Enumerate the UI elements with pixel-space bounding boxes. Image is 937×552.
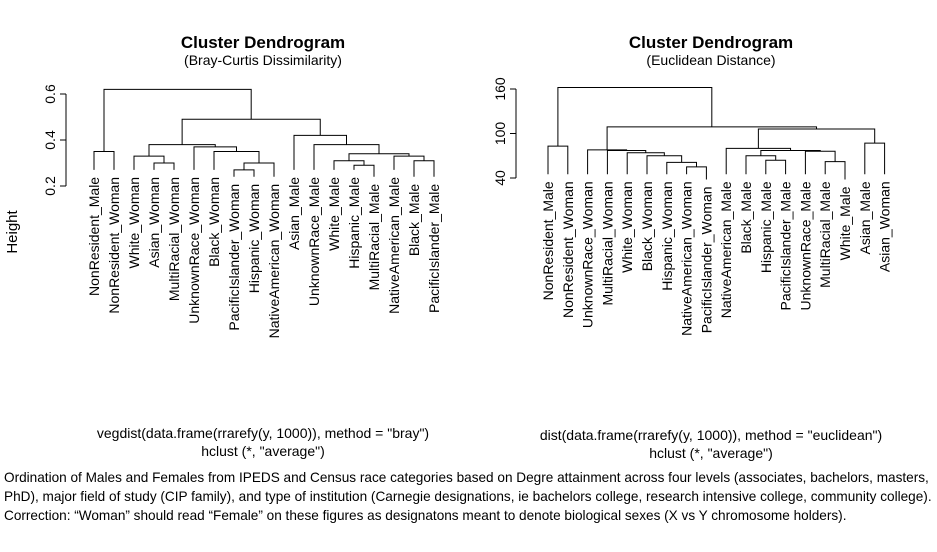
leaf-label: UnknownRace_Male — [797, 181, 813, 310]
dendrogram-link — [353, 164, 375, 177]
y-axis: 40 100 160 — [492, 77, 517, 186]
x-axis-label-line1: dist(data.frame(rrarefy(y, 1000)), metho… — [540, 427, 882, 443]
leaf-label: White_Male — [837, 186, 853, 260]
dendrogram-link — [93, 151, 115, 170]
y-tick-label: 0.2 — [42, 176, 58, 196]
dendrogram-link — [864, 142, 886, 175]
leaf-label: UnknownRace_Woman — [186, 177, 202, 324]
dendrogram-link — [293, 134, 347, 170]
dendrogram-link — [233, 169, 255, 177]
leaf-label: PacificIslander_Male — [426, 184, 442, 313]
dendrogram-link — [148, 144, 216, 157]
y-axis-label: Height — [4, 209, 21, 253]
y-tick-label: 160 — [492, 77, 508, 101]
y-tick-label: 0.4 — [42, 130, 58, 150]
dendrogram-link — [547, 145, 569, 175]
dendrogram-links — [93, 88, 435, 177]
leaf-label: PacificIslander_Male — [778, 181, 794, 310]
chart-title: Cluster Dendrogram — [181, 33, 345, 52]
x-axis-label-line2: hclust (*, "average") — [649, 445, 773, 461]
leaf-label: UnknownRace_Woman — [580, 181, 596, 328]
chart-title: Cluster Dendrogram — [629, 33, 793, 52]
leaf-label: Hispanic_Woman — [659, 181, 675, 290]
leaf-label: MultiRacial_Male — [366, 184, 382, 291]
dendrogram-link — [103, 88, 252, 152]
dendrogram-link — [606, 150, 647, 175]
leaf-label: PacificIslander_Woman — [226, 184, 242, 331]
leaf-label: MultiRacial_Woman — [599, 181, 615, 305]
leaf-label: NonResident_Male — [86, 177, 102, 296]
leaf-label: Asian_Woman — [146, 177, 162, 268]
dendrogram-link — [413, 160, 435, 177]
dendrogram-link — [824, 161, 846, 180]
dendrogram-links — [547, 87, 886, 180]
dendrogram-link — [725, 147, 792, 175]
dendrogram-link — [348, 153, 410, 161]
leaf-label: PacificIslander_Woman — [698, 186, 714, 333]
leaf-label: MultiRacial_Woman — [166, 177, 182, 301]
leaf-label: MultiRacial_Male — [817, 181, 833, 288]
dendrogram-link — [587, 149, 628, 175]
dendrogram-link — [804, 150, 836, 175]
leaf-label: Black_Woman — [639, 181, 655, 271]
leaf-label: NativeAmerican_Woman — [266, 184, 282, 339]
leaf-label: White_Male — [326, 177, 342, 251]
dendrogram-link — [193, 146, 237, 170]
dendrogram-link — [606, 126, 818, 150]
dendrogram-link — [765, 159, 787, 175]
leaf-label: UnknownRace_Male — [306, 177, 322, 306]
leaf-label: Asian_Male — [857, 181, 873, 254]
dendrogram-link — [686, 166, 707, 180]
dendrogram-link — [557, 87, 713, 147]
y-axis: 0.2 0.4 0.6 — [42, 84, 67, 196]
leaf-label: White_Woman — [619, 181, 635, 273]
leaf-label: NativeAmerican_Male — [718, 181, 734, 318]
leaf-label: NonResident_Male — [540, 181, 556, 300]
figure: Height Cluster Dendrogram (Bray-Curtis D… — [4, 33, 893, 461]
dendrogram-link — [153, 162, 175, 170]
leaf-label: NonResident_Woman — [560, 181, 576, 318]
dendrogram-link — [393, 155, 425, 170]
leaf-label: Hispanic_Male — [758, 181, 774, 273]
y-tick-label: 0.6 — [42, 84, 58, 104]
leaf-label: Black_Male — [738, 181, 754, 254]
figure-caption: Ordination of Males and Females from IPE… — [4, 470, 932, 523]
dendrogram-euclidean: Cluster Dendrogram (Euclidean Distance) … — [492, 33, 893, 461]
dendrogram-link — [745, 155, 777, 175]
leaf-label: Black_Male — [406, 184, 422, 257]
x-axis-label-line1: vegdist(data.frame(rrarefy(y, 1000)), me… — [97, 425, 429, 441]
dendrogram-link — [646, 155, 683, 175]
dendrogram-bray-curtis: Cluster Dendrogram (Bray-Curtis Dissimil… — [42, 33, 442, 459]
y-tick-label: 100 — [492, 122, 508, 146]
leaf-label: Asian_Woman — [877, 181, 893, 272]
leaf-label: Asian_Male — [286, 177, 302, 250]
leaf-label: Black_Woman — [206, 177, 222, 267]
leaf-label: White_Woman — [126, 177, 142, 269]
leaf-label: Hispanic_Woman — [246, 184, 262, 293]
dendrogram-link — [313, 144, 380, 170]
dendrogram-link — [213, 151, 260, 170]
dendrogram-link — [666, 161, 697, 175]
chart-subtitle: (Euclidean Distance) — [646, 52, 775, 68]
leaf-label: NativeAmerican_Woman — [679, 181, 695, 336]
x-axis-label-line2: hclust (*, "average") — [201, 443, 325, 459]
dendrogram-link — [757, 128, 876, 149]
leaf-label: Hispanic_Male — [346, 177, 362, 269]
leaf-label: NativeAmerican_Male — [386, 177, 402, 314]
dendrogram-link — [181, 118, 321, 145]
leaf-label: NonResident_Woman — [106, 177, 122, 314]
chart-subtitle: (Bray-Curtis Dissimilarity) — [184, 52, 342, 68]
y-tick-label: 40 — [492, 170, 508, 186]
